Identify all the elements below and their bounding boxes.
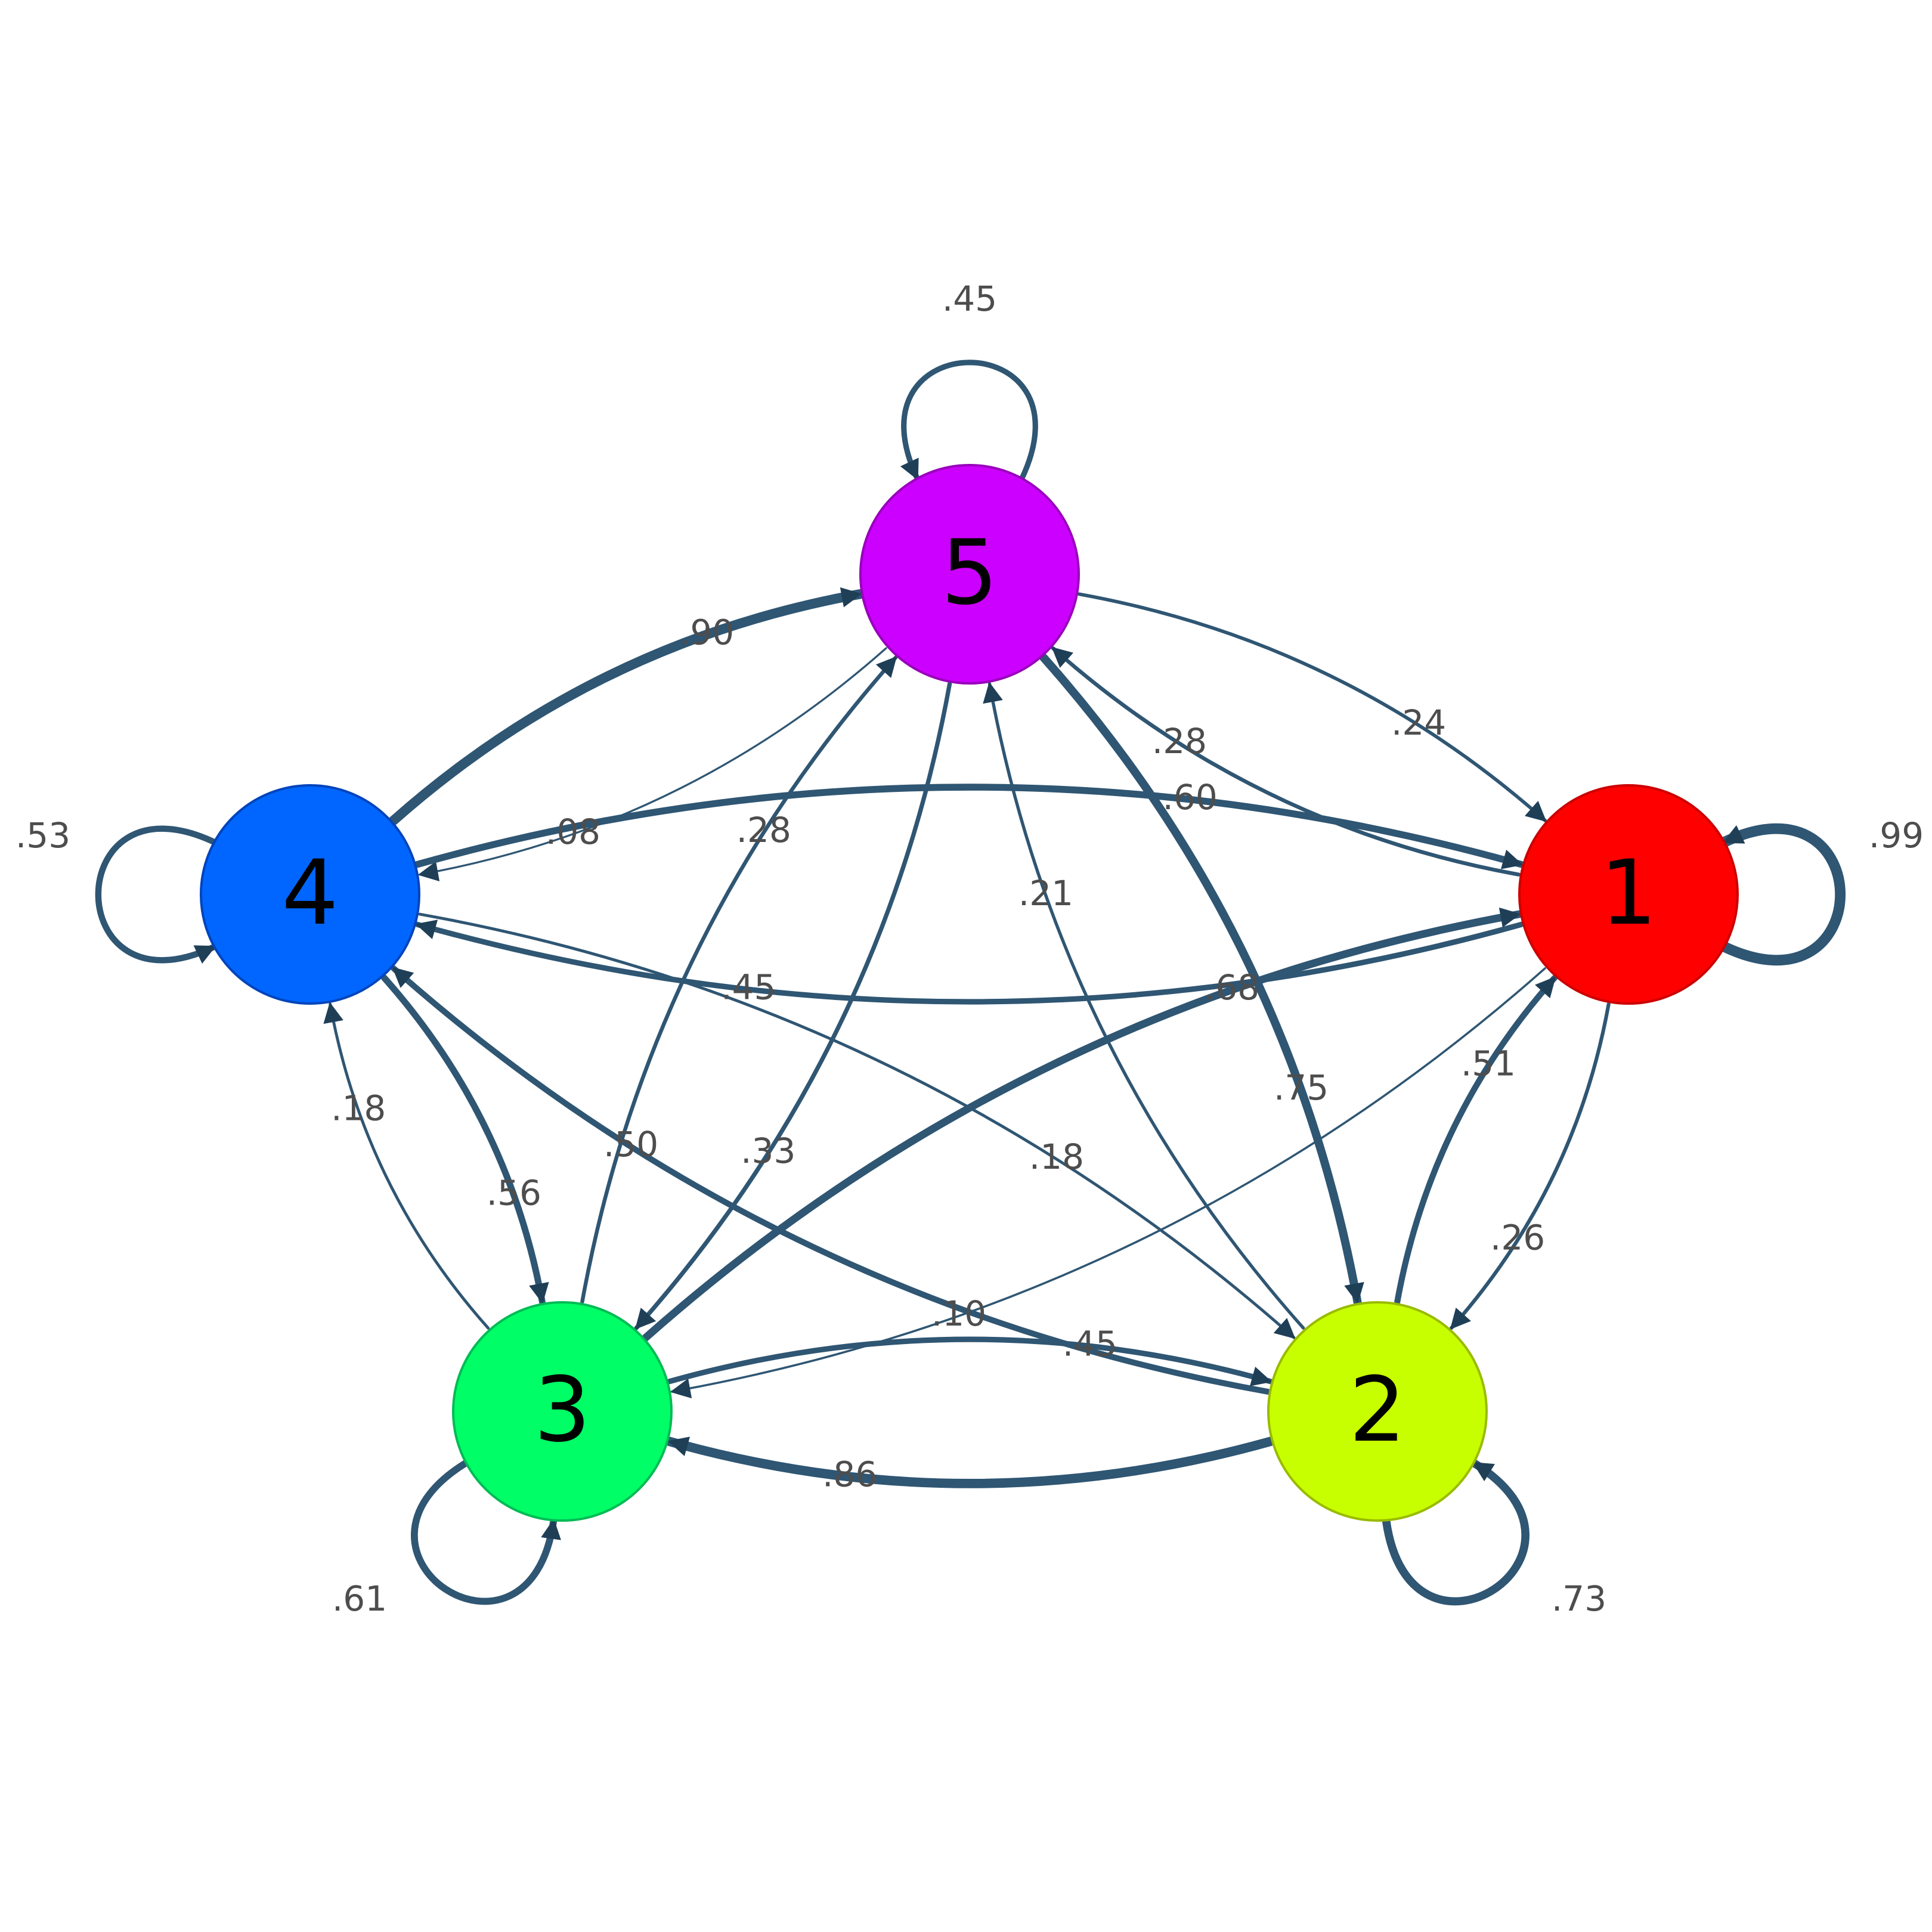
edge-label-1-to-5: .28: [1152, 721, 1207, 761]
edge-2-to-3: [665, 1436, 1275, 1488]
node-label-4: 4: [281, 841, 338, 945]
edge-1-to-2: [1449, 1002, 1611, 1330]
edge-label-4-to-5: .90: [679, 612, 734, 652]
edge-1-to-1: [1719, 823, 1846, 966]
edge-label-1-to-2: .26: [1490, 1218, 1545, 1258]
edge-label-1-to-3: .10: [931, 1293, 986, 1334]
edges-layer: [95, 360, 1846, 1606]
edge-3-to-3: [410, 1459, 561, 1605]
edge-label-3-to-4: .18: [331, 1088, 386, 1129]
edge-5-to-1: [1078, 592, 1547, 822]
node-2: 2: [1267, 1301, 1488, 1522]
edge-1-to-4: [414, 919, 1524, 1005]
edge-3-to-5: [580, 655, 898, 1304]
edge-label-3-to-1: .68: [1205, 967, 1259, 1008]
node-label-5: 5: [941, 521, 998, 625]
node-circle-2: [1267, 1301, 1488, 1522]
edge-label-2-to-2: .73: [1552, 1578, 1606, 1619]
edge-labels-layer: .99 .73 .61 .53 .45 .90 .08 .28 .24 .45 .60 .28 .33.…: [16, 278, 1924, 1619]
edge-1-to-5: [1051, 646, 1521, 877]
edge-label-2-to-4: .50: [603, 1124, 658, 1165]
edge-4-to-3: [380, 974, 549, 1305]
edge-label-5-to-5: .45: [942, 278, 997, 319]
edge-label-4-to-3: .56: [487, 1173, 541, 1213]
edge-4-to-2: [418, 912, 1296, 1339]
edge-label-5-to-2: .75: [1274, 1067, 1329, 1108]
node-circle-5: [859, 464, 1080, 685]
node-circle-4: [200, 784, 420, 1005]
nodes-layer: 1 2 3 4 5: [200, 464, 1739, 1522]
edge-5-to-2: [1039, 653, 1364, 1306]
edge-4-to-4: [95, 825, 218, 964]
node-label-2: 2: [1349, 1358, 1405, 1462]
edge-3-to-1: [642, 907, 1523, 1342]
node-5: 5: [859, 464, 1080, 685]
node-label-1: 1: [1600, 841, 1657, 945]
edge-2-to-4: [391, 965, 1271, 1395]
edge-label-5-to-4: .08: [546, 812, 600, 852]
node-label-3: 3: [534, 1358, 590, 1462]
edge-2-to-2: [1382, 1459, 1530, 1606]
edge-label-3-to-5: .28: [736, 810, 791, 850]
edge-5-to-5: [900, 360, 1038, 482]
edge-4-to-1: [414, 784, 1525, 869]
edge-5-to-3: [634, 682, 952, 1330]
edge-label-3-to-3: .61: [332, 1578, 387, 1619]
edge-label-1-to-4: .45: [721, 967, 776, 1007]
edge-label-2-to-3: .86: [822, 1454, 877, 1495]
node-circle-1: [1518, 784, 1739, 1005]
node-1: 1: [1518, 784, 1739, 1005]
edge-label-4-to-1: .60: [1163, 777, 1218, 818]
edge-4-to-5: [388, 587, 865, 826]
node-4: 4: [200, 784, 420, 1005]
node-3: 3: [452, 1301, 673, 1522]
node-circle-3: [452, 1301, 673, 1522]
edge-label-4-to-4: .53: [16, 815, 70, 856]
edge-3-to-2: [667, 1336, 1273, 1386]
edge-label-3-to-2: .45: [1063, 1323, 1117, 1364]
edge-5-to-4: [417, 647, 887, 881]
edge-label-1-to-1: .99: [1869, 815, 1924, 856]
edge-label-4-to-2: .18: [1029, 1137, 1084, 1177]
edge-1-to-3: [670, 967, 1546, 1399]
edge-2-to-1: [1394, 974, 1558, 1305]
edge-2-to-5: [983, 682, 1305, 1330]
edge-label-2-to-1: .51: [1461, 1043, 1516, 1083]
edge-3-to-4: [323, 1002, 490, 1330]
edge-label-5-to-3: .33: [741, 1131, 795, 1171]
edge-label-5-to-1: .24: [1391, 702, 1446, 743]
edge-label-2-to-5: .21: [1018, 873, 1073, 914]
